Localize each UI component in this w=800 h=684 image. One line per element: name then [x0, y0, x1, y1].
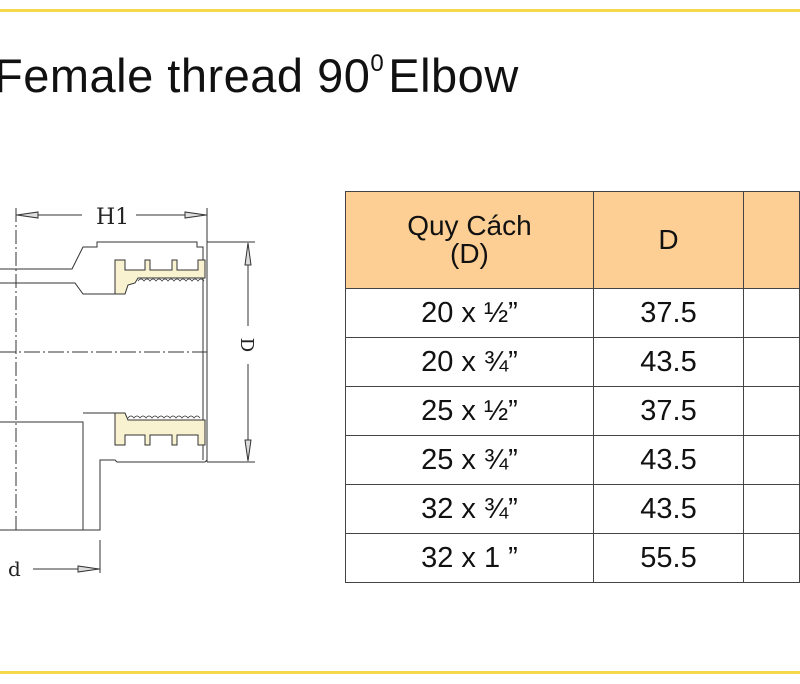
cell-size: 32 x 1 ”	[345, 533, 594, 583]
header-size: Quy Cách(D)	[345, 191, 594, 289]
d-lower-label: d	[8, 557, 21, 581]
upper-thread-section	[114, 259, 206, 295]
cell-size: 25 x ¾”	[345, 435, 594, 485]
table-row: 20 x ½”37.5	[345, 288, 800, 338]
page-title: Female thread 900Elbow	[0, 48, 519, 103]
cell-extra	[743, 288, 800, 338]
header-d: D	[592, 191, 745, 289]
title-text: Female thread 90	[0, 49, 371, 102]
cell-d: 55.5	[592, 533, 745, 583]
cell-d: 37.5	[592, 386, 745, 436]
arrow-down	[244, 439, 252, 462]
cell-d: 43.5	[592, 337, 745, 387]
cell-d: 43.5	[592, 435, 745, 485]
top-border-line	[0, 9, 800, 12]
arrow-up	[244, 242, 252, 266]
table-row: 32 x 1 ”55.5	[345, 533, 800, 583]
cell-extra	[743, 484, 800, 534]
cell-size: 32 x ¾”	[345, 484, 594, 534]
table-header-row: Quy Cách(D) D	[345, 191, 800, 289]
cell-extra	[743, 337, 800, 387]
table-row: 20 x ¾”43.5	[345, 337, 800, 387]
lower-thread-section	[114, 412, 206, 446]
table-row: 25 x ½”37.5	[345, 386, 800, 436]
arrow-right	[184, 211, 207, 219]
arrow-left	[16, 211, 39, 219]
h1-label: H1	[96, 205, 129, 230]
table-row: 32 x ¾”43.5	[345, 484, 800, 534]
cell-size: 20 x ¾”	[345, 337, 594, 387]
title-suffix: Elbow	[388, 49, 519, 102]
cell-extra	[743, 386, 800, 436]
d-upper-label: D	[236, 338, 257, 352]
arrow-d	[77, 565, 100, 573]
bottom-border-line	[0, 671, 800, 674]
cell-extra	[743, 533, 800, 583]
cell-d: 37.5	[592, 288, 745, 338]
table-row: 25 x ¾”43.5	[345, 435, 800, 485]
technical-drawing: H1 D d	[0, 205, 257, 581]
header-extra	[743, 191, 800, 289]
title-superscript: 0	[370, 50, 385, 78]
header-size-line1: Quy Cách	[407, 210, 532, 241]
cell-size: 25 x ½”	[345, 386, 594, 436]
cell-d: 43.5	[592, 484, 745, 534]
cell-extra	[743, 435, 800, 485]
header-size-line2: (D)	[450, 238, 489, 269]
cell-size: 20 x ½”	[345, 288, 594, 338]
